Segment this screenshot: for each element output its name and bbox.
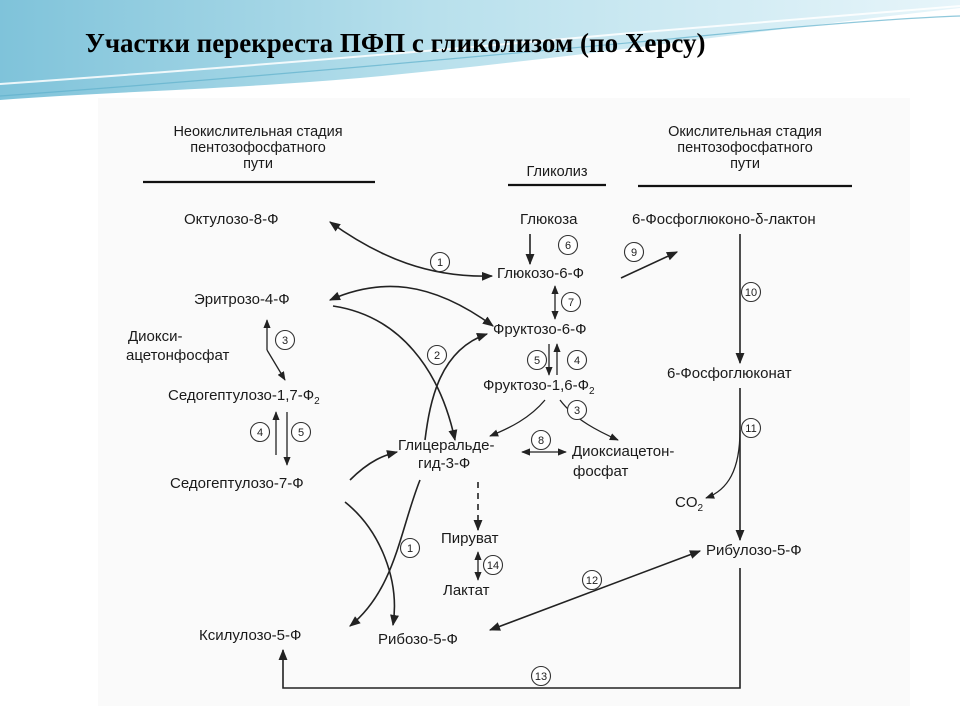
co2-label: CO2 xyxy=(675,494,704,514)
header-oxidative-line-1: Окислительная стадия xyxy=(668,124,822,140)
arrow-erythrose4p-to-fructose6p xyxy=(328,285,494,327)
enzyme-4-left-number: 4 xyxy=(257,427,263,439)
enzyme-11-circle xyxy=(740,417,762,439)
enzyme-3-right-number: 3 xyxy=(574,405,580,417)
sedoheptulose-7p-label: Седогептулозо-7-Ф xyxy=(170,475,304,492)
enzyme-5-mid-circle xyxy=(526,349,548,371)
header-non-oxidative-line-3: пути xyxy=(243,156,273,172)
enzyme-10-number: 10 xyxy=(745,287,757,299)
phosphogluconolactone-label: 6-Фосфоглюконо-δ-лактон xyxy=(632,211,816,228)
ribulose-5p-label: Рибулозо-5-Ф xyxy=(706,542,802,559)
dhap-right-label-line-2: фосфат xyxy=(573,463,629,480)
enzyme-12-number: 12 xyxy=(586,575,598,587)
enzyme-10-circle xyxy=(740,281,762,303)
octulose-8p-label: Октулозо-8-Ф xyxy=(184,211,279,228)
gap-label-line-1: Глицеральде- xyxy=(398,437,495,454)
enzyme-14-circle xyxy=(482,554,504,576)
enzyme-11-number: 11 xyxy=(745,423,756,435)
arrow-ribose5p-to-ribulose5p xyxy=(488,550,702,631)
enzyme-7-number: 7 xyxy=(568,297,574,309)
arrow-sedoheptulose7p-to-ribose5p xyxy=(344,501,399,627)
enzyme-12-circle xyxy=(581,569,603,591)
arrow-glucose6p-to-octulose xyxy=(329,221,494,281)
arrow-dhap-to-sedoheptulose17bp xyxy=(266,349,286,381)
header-oxidative-line-3: пути xyxy=(730,156,760,172)
enzyme-7-circle xyxy=(560,291,582,313)
arrow-gap-to-fructose6p xyxy=(424,333,489,441)
enzyme-1-top-circle xyxy=(429,251,451,273)
enzyme-14-number: 14 xyxy=(487,560,499,572)
enzyme-5-mid-number: 5 xyxy=(534,355,540,367)
enzyme-1-bottom-number: 1 xyxy=(407,543,413,555)
enzyme-5-left-circle xyxy=(290,421,312,443)
fructose-6p-label: Фруктозо-6-Ф xyxy=(493,321,586,338)
xylulose-5p-label: Ксилулозо-5-Ф xyxy=(199,627,301,644)
enzyme-13-circle xyxy=(530,665,552,687)
arrow-glucose6p-to-lactone xyxy=(620,251,679,279)
enzyme-5-left-number: 5 xyxy=(298,427,304,439)
erythrose-4p-label: Эритрозо-4-Ф xyxy=(194,291,290,308)
glucose-6p-label: Глюкозо-6-Ф xyxy=(497,265,584,282)
fructose-16bp-label-subscript: 2 xyxy=(589,386,595,397)
enzyme-6-number: 6 xyxy=(565,240,571,252)
enzyme-4-mid-number: 4 xyxy=(574,355,580,367)
dhap-left-label-line-2: ацетонфосфат xyxy=(126,347,229,364)
sedoheptulose-17bp-label: Седогептулозо-1,7-Ф2 xyxy=(168,387,320,407)
enzyme-4-mid-circle xyxy=(566,349,588,371)
header-non-oxidative-line-2: пентозофосфатного xyxy=(190,140,326,156)
enzyme-8-circle xyxy=(530,429,552,451)
enzyme-1-top-number: 1 xyxy=(437,257,443,269)
phosphogluconate-label: 6-Фосфоглюконат xyxy=(667,365,792,382)
dhap-left-label-line-1: Диокси- xyxy=(128,328,183,345)
header-glycolysis: Гликолиз xyxy=(526,164,587,180)
enzyme-1-bottom-circle xyxy=(399,537,421,559)
fructose-16bp-label: Фруктозо-1,6-Ф2 xyxy=(483,377,595,397)
arrow-erythrose4p-to-gap xyxy=(332,305,458,442)
gap-label-line-2: гид-3-Ф xyxy=(418,455,470,472)
arrow-co2-release xyxy=(705,429,741,499)
enzyme-9-circle xyxy=(623,241,645,263)
arrow-fructose16bp-to-gap xyxy=(489,399,546,437)
enzyme-9-number: 9 xyxy=(631,247,637,259)
enzyme-3-left-circle xyxy=(274,329,296,351)
ribose-5p-label: Рибозо-5-Ф xyxy=(378,631,458,648)
header-non-oxidative-line-1: Неокислительная стадия xyxy=(173,124,342,140)
enzyme-2-circle xyxy=(426,344,448,366)
arrow-sedoheptulose7p-to-gap xyxy=(349,450,399,481)
glucose-label: Глюкоза xyxy=(520,211,578,228)
enzyme-13-number: 13 xyxy=(535,671,547,683)
enzyme-8-number: 8 xyxy=(538,435,544,447)
lactate-label: Лактат xyxy=(443,582,490,599)
header-wave-line xyxy=(0,5,960,85)
co2-label-subscript: 2 xyxy=(698,503,704,514)
dhap-right-label-line-1: Диоксиацетон- xyxy=(572,443,674,460)
enzyme-3-left-number: 3 xyxy=(282,335,288,347)
arrow-fructose16bp-to-dhap xyxy=(559,399,619,441)
header-wave-line-2 xyxy=(0,15,960,97)
slide-title: Участки перекреста ПФП с гликолизом (по … xyxy=(85,28,706,58)
enzyme-3-right-circle xyxy=(566,399,588,421)
enzyme-4-left-circle xyxy=(249,421,271,443)
pyruvate-label: Пируват xyxy=(441,530,499,547)
arrow-gap-to-xylulose5p xyxy=(349,479,421,627)
header-oxidative-line-2: пентозофосфатного xyxy=(677,140,813,156)
enzyme-6-circle xyxy=(557,234,579,256)
enzyme-2-number: 2 xyxy=(434,350,440,362)
arrow-ribulose5p-to-xylulose5p xyxy=(278,568,741,689)
sedoheptulose-17bp-label-subscript: 2 xyxy=(314,396,320,407)
diagram-marks: Неокислительная стадияпентозофосфатногоп… xyxy=(126,124,852,689)
